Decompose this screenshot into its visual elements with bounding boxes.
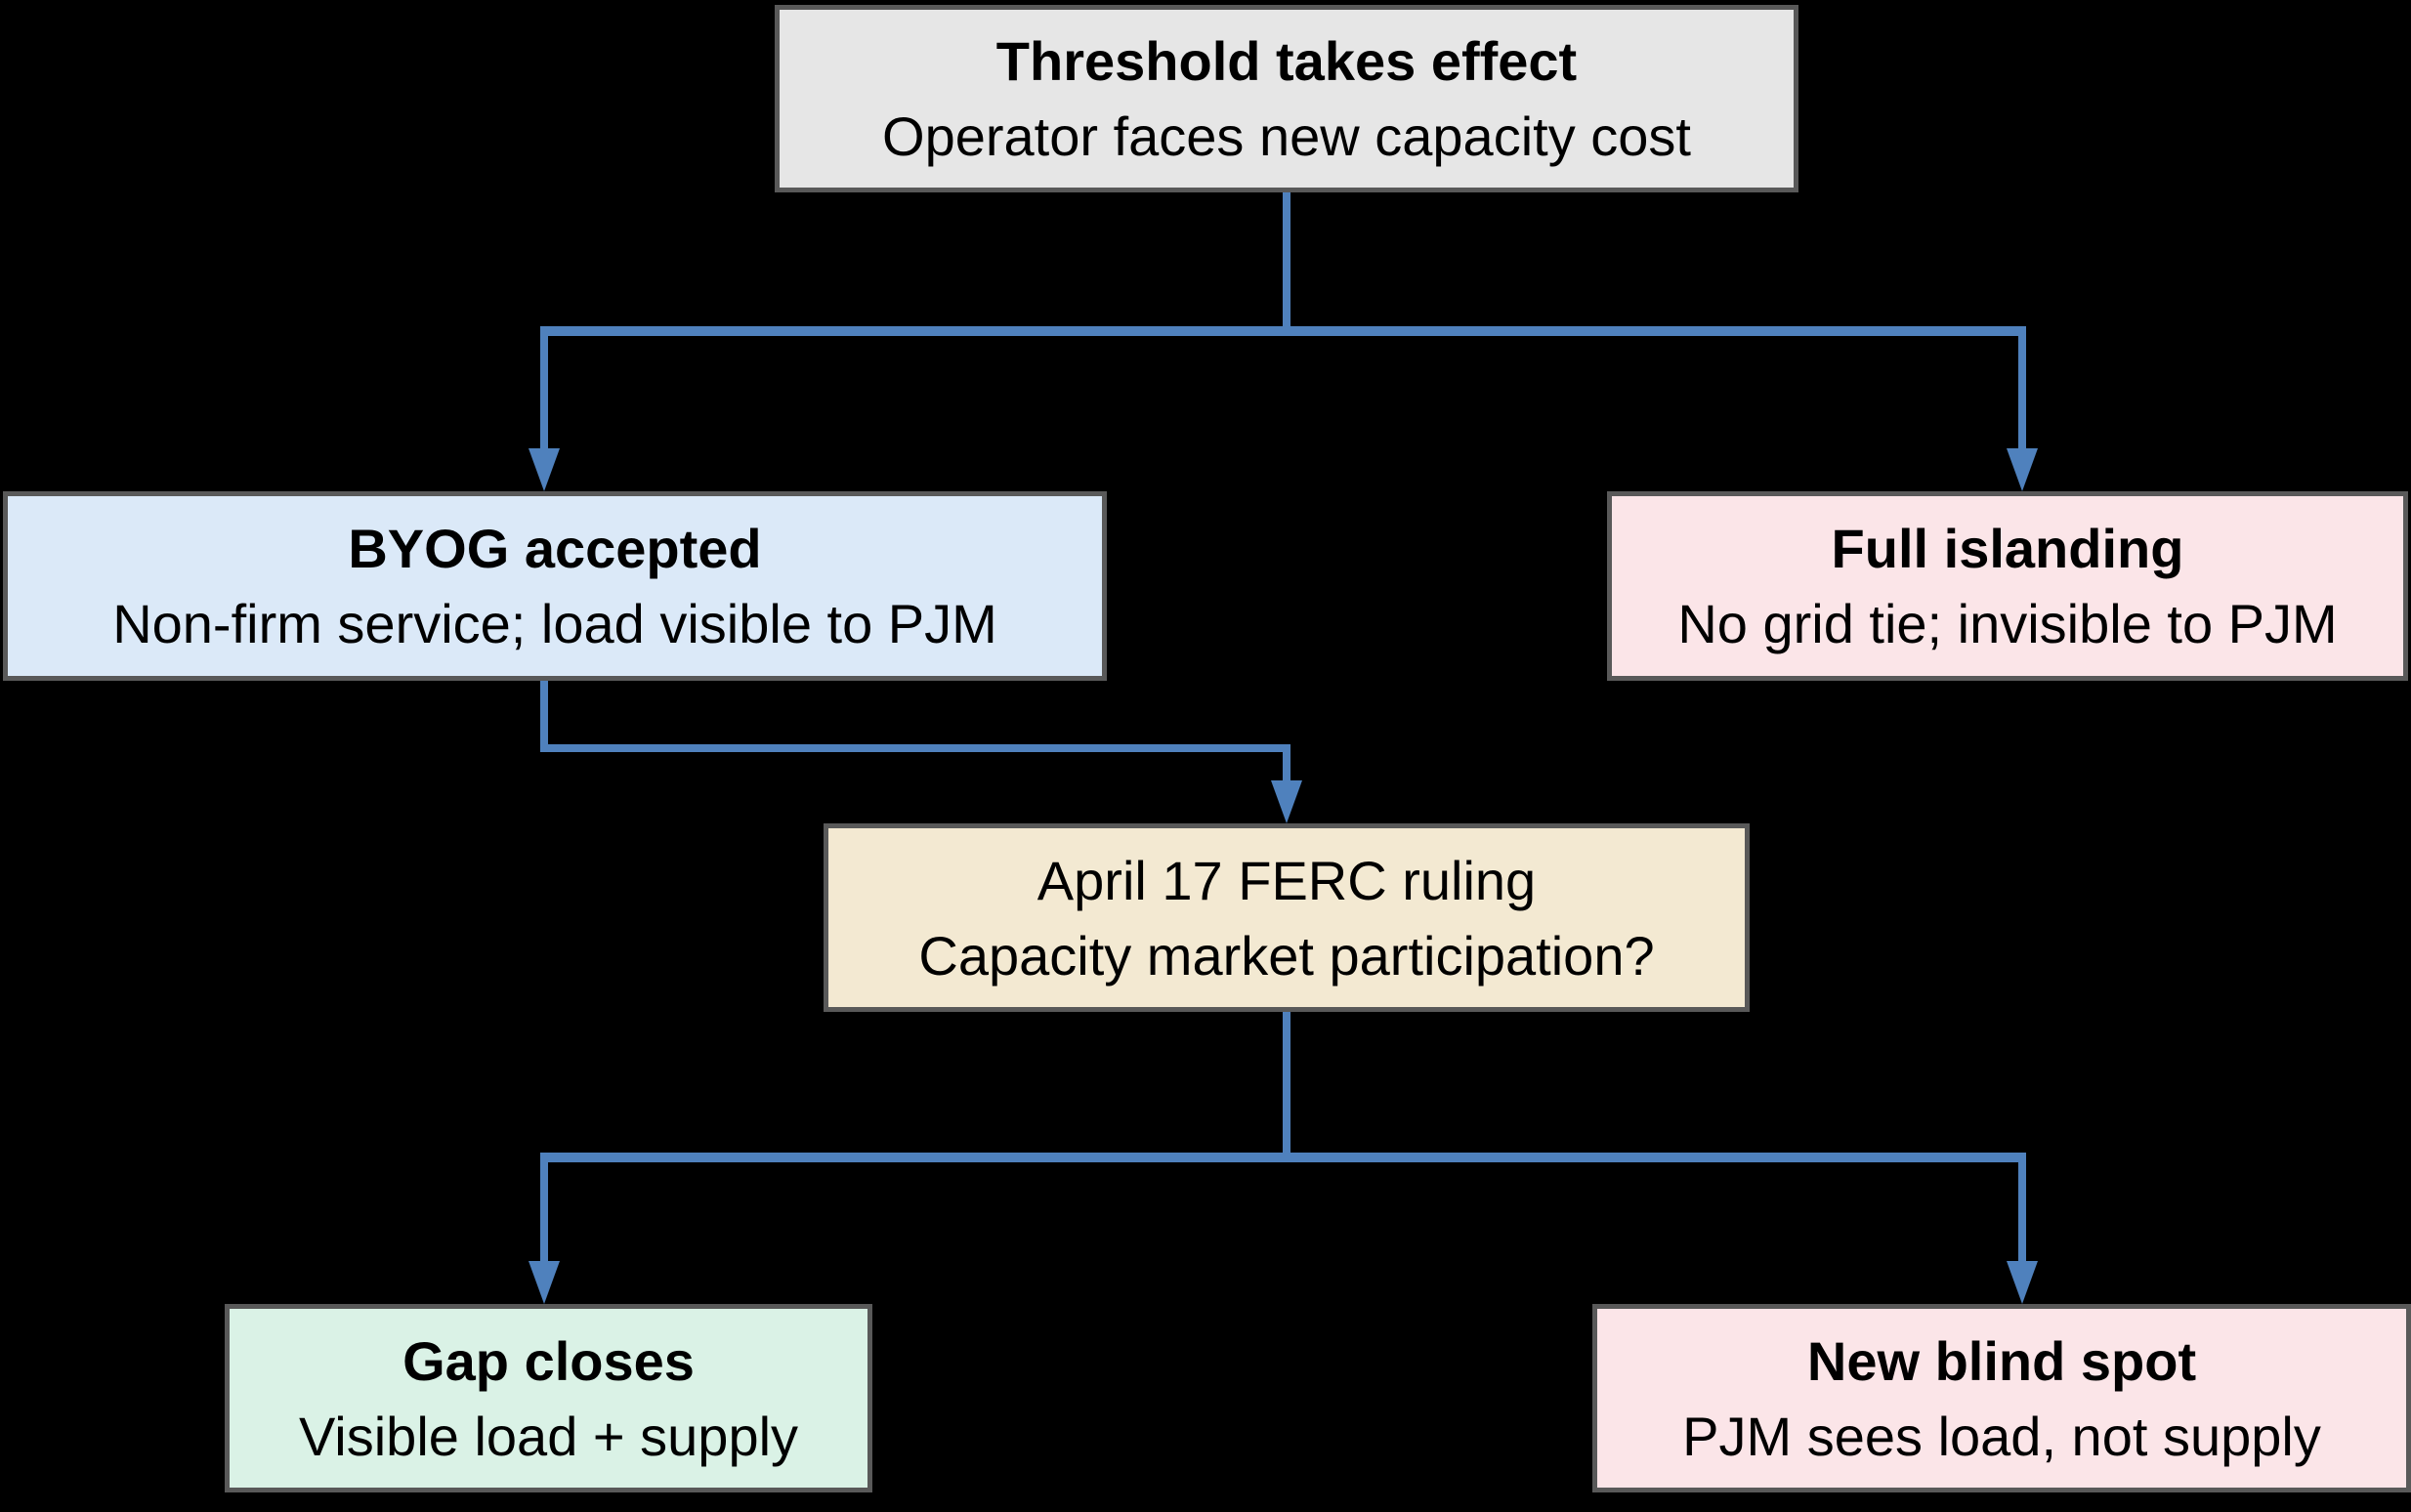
connector-segment-vertical [1283, 192, 1290, 336]
node-title: Threshold takes effect [995, 30, 1578, 92]
connector-segment-vertical [540, 1153, 548, 1263]
connector-segment-horizontal [540, 744, 1290, 752]
connector-segment-vertical [1283, 1012, 1290, 1162]
node-subtitle: No grid tie; invisible to PJM [1677, 593, 2338, 654]
node-subtitle: Visible load + supply [298, 1405, 799, 1467]
node-title: Gap closes [402, 1329, 695, 1392]
node-april-17-ferc-ruling: April 17 FERC ruling Capacity market par… [824, 823, 1750, 1012]
connector-segment-vertical [1283, 744, 1290, 782]
node-title: BYOG accepted [348, 518, 762, 579]
node-gap-closes: Gap closes Visible load + supply [225, 1304, 872, 1492]
arrowhead-icon [2007, 1261, 2038, 1304]
arrowhead-icon [529, 448, 560, 491]
arrowhead-icon [2007, 448, 2038, 491]
node-title: New blind spot [1806, 1329, 2197, 1392]
connector-segment-vertical [2018, 326, 2026, 450]
connector-segment-horizontal [540, 326, 2026, 336]
node-full-islanding: Full islanding No grid tie; invisible to… [1607, 491, 2408, 681]
node-threshold-takes-effect: Threshold takes effect Operator faces ne… [775, 5, 1798, 192]
connector-segment-vertical [540, 681, 548, 752]
node-title: April 17 FERC ruling [1036, 849, 1537, 911]
node-byog-accepted: BYOG accepted Non-firm service; load vis… [3, 491, 1107, 681]
node-title: Full islanding [1831, 518, 2184, 579]
node-subtitle: Operator faces new capacity cost [882, 105, 1691, 167]
arrowhead-icon [529, 1261, 560, 1304]
connector-segment-vertical [540, 326, 548, 450]
arrowhead-icon [1271, 780, 1302, 823]
node-subtitle: PJM sees load, not supply [1682, 1405, 2321, 1467]
connector-segment-vertical [2018, 1153, 2026, 1263]
connector-segment-horizontal [540, 1153, 2026, 1162]
node-subtitle: Capacity market participation? [918, 924, 1655, 987]
node-subtitle: Non-firm service; load visible to PJM [112, 593, 997, 654]
node-new-blind-spot: New blind spot PJM sees load, not supply [1592, 1304, 2411, 1492]
